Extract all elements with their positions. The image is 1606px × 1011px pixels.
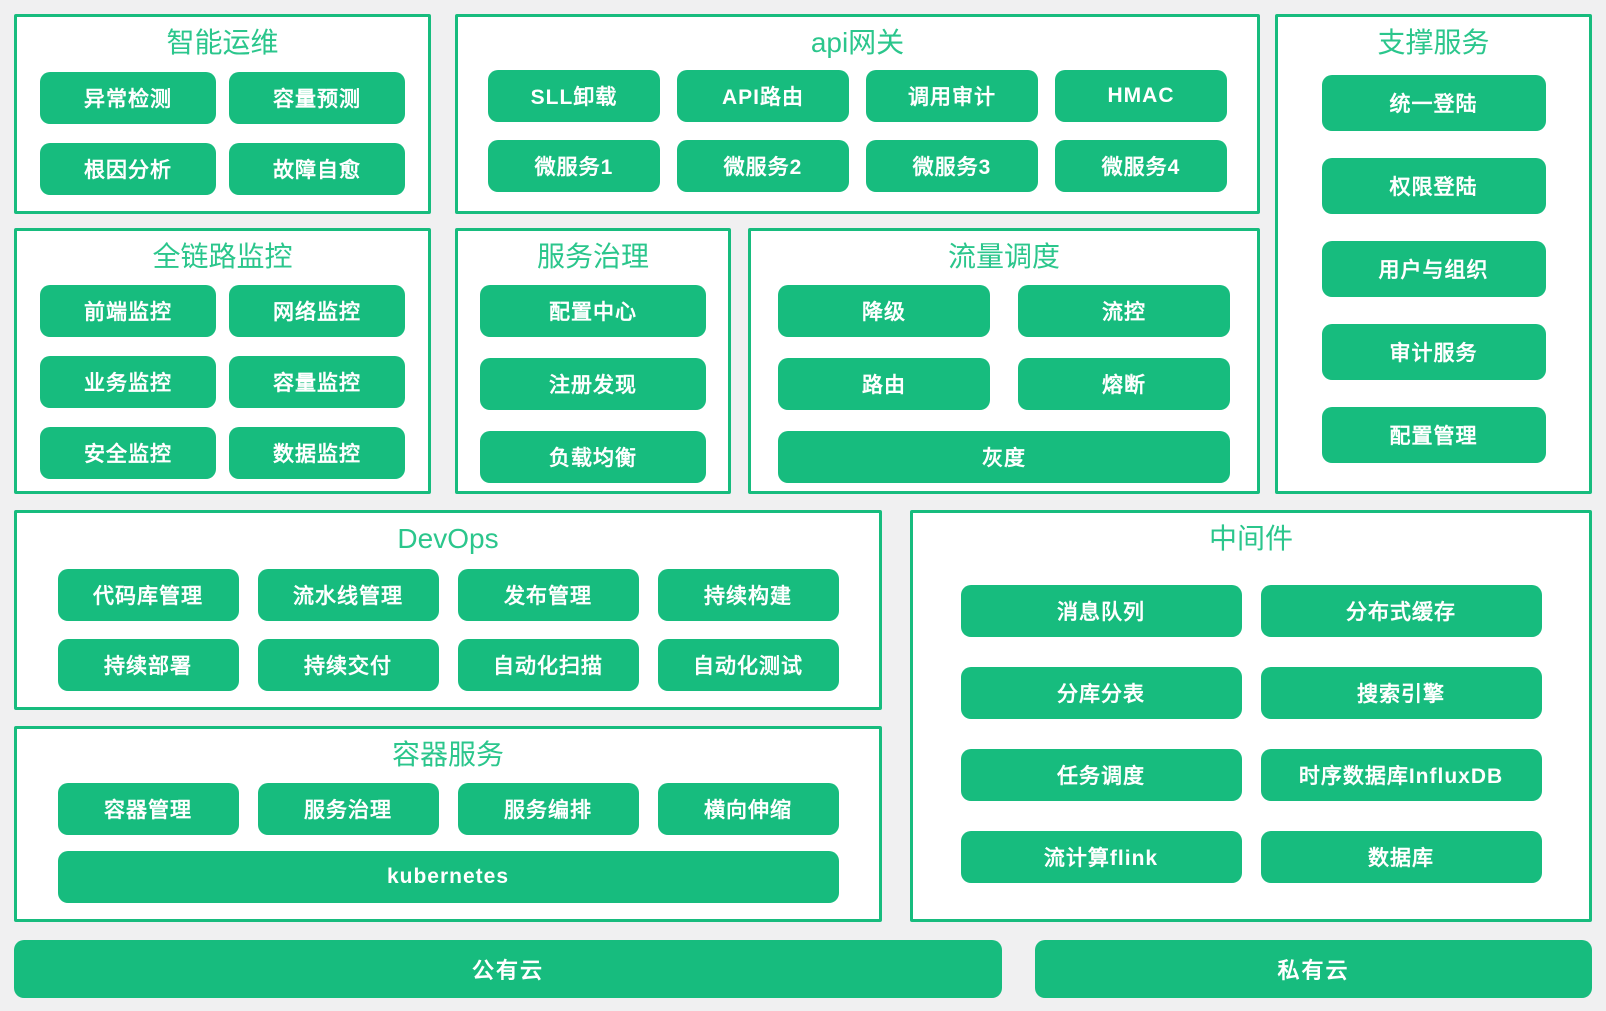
panel-title-intelligent-ops: 智能运维 <box>166 27 279 58</box>
block-db-sharding: 分库分表 <box>960 667 1242 719</box>
block-service-orchestration: 服务编排 <box>457 783 639 835</box>
block-security-monitoring: 安全监控 <box>40 427 216 479</box>
public-cloud-bar: 公有云 <box>14 940 1002 998</box>
block-container-management: 容器管理 <box>57 783 239 835</box>
block-config-management: 配置管理 <box>1321 407 1546 463</box>
block-search-engine: 搜索引擎 <box>1260 667 1542 719</box>
block-horizontal-scaling: 横向伸缩 <box>657 783 839 835</box>
panel-devops: DevOps 代码库管理 流水线管理 发布管理 持续构建 持续部署 持续交付 自… <box>14 510 882 710</box>
block-anomaly-detection: 异常检测 <box>40 72 216 124</box>
block-kubernetes: kubernetes <box>57 851 839 903</box>
block-routing: 路由 <box>778 358 990 410</box>
panel-title-traffic-scheduling: 流量调度 <box>947 241 1060 272</box>
block-microservice-1: 微服务1 <box>488 140 660 192</box>
block-api-routing: API路由 <box>677 70 849 122</box>
panel-full-link-monitoring: 全链路监控 前端监控 网络监控 业务监控 容量监控 安全监控 数据监控 <box>14 228 431 494</box>
block-unified-login: 统一登陆 <box>1321 75 1546 131</box>
block-gray-release: 灰度 <box>778 431 1230 483</box>
block-pipeline-management: 流水线管理 <box>257 569 439 621</box>
panel-container-services: 容器服务 容器管理 服务治理 服务编排 横向伸缩 kubernetes <box>14 726 882 922</box>
panel-body-service-governance: 配置中心 注册发现 负载均衡 <box>458 285 728 483</box>
panel-title-middleware: 中间件 <box>1208 523 1293 554</box>
panel-body-container-services: 容器管理 服务治理 服务编排 横向伸缩 kubernetes <box>17 783 879 903</box>
panel-title-service-governance: 服务治理 <box>536 241 649 272</box>
panel-body-intelligent-ops: 异常检测 容量预测 根因分析 故障自愈 <box>17 72 428 195</box>
panel-body-traffic-scheduling: 降级 流控 路由 熔断 灰度 <box>751 285 1257 483</box>
block-audit-service: 审计服务 <box>1321 324 1546 380</box>
panel-service-governance: 服务治理 配置中心 注册发现 负载均衡 <box>455 228 731 494</box>
block-continuous-deployment: 持续部署 <box>57 639 239 691</box>
private-cloud-bar: 私有云 <box>1035 940 1592 998</box>
block-task-scheduling: 任务调度 <box>960 749 1242 801</box>
panel-body-api-gateway: SLL卸载 API路由 调用审计 HMAC 微服务1 微服务2 微服务3 微服务… <box>458 70 1257 192</box>
block-distributed-cache: 分布式缓存 <box>1260 585 1542 637</box>
block-microservice-2: 微服务2 <box>677 140 849 192</box>
panel-body-devops: 代码库管理 流水线管理 发布管理 持续构建 持续部署 持续交付 自动化扫描 自动… <box>17 569 879 691</box>
block-automated-scanning: 自动化扫描 <box>457 639 639 691</box>
panel-title-devops: DevOps <box>397 523 499 554</box>
block-registry-discovery: 注册发现 <box>480 358 706 410</box>
panel-title-api-gateway: api网关 <box>810 27 905 58</box>
block-frontend-monitoring: 前端监控 <box>40 285 216 337</box>
block-automated-testing: 自动化测试 <box>657 639 839 691</box>
block-capacity-monitoring: 容量监控 <box>229 356 405 408</box>
panel-support-services: 支撑服务 统一登陆 权限登陆 用户与组织 审计服务 配置管理 <box>1275 14 1592 494</box>
block-hmac: HMAC <box>1055 70 1227 122</box>
block-release-management: 发布管理 <box>457 569 639 621</box>
block-call-audit: 调用审计 <box>866 70 1038 122</box>
block-microservice-3: 微服务3 <box>866 140 1038 192</box>
block-downgrade: 降级 <box>778 285 990 337</box>
panel-title-container-services: 容器服务 <box>391 739 504 770</box>
panel-body-support-services: 统一登陆 权限登陆 用户与组织 审计服务 配置管理 <box>1278 75 1589 463</box>
block-load-balancing: 负载均衡 <box>480 431 706 483</box>
block-permission-login: 权限登陆 <box>1321 158 1546 214</box>
block-code-repo-management: 代码库管理 <box>57 569 239 621</box>
block-ssl-offload: SLL卸载 <box>488 70 660 122</box>
panel-title-full-link-monitoring: 全链路监控 <box>152 241 293 272</box>
panel-api-gateway: api网关 SLL卸载 API路由 调用审计 HMAC 微服务1 微服务2 微服… <box>455 14 1260 214</box>
block-fault-self-healing: 故障自愈 <box>229 143 405 195</box>
block-network-monitoring: 网络监控 <box>229 285 405 337</box>
panel-body-full-link-monitoring: 前端监控 网络监控 业务监控 容量监控 安全监控 数据监控 <box>17 285 428 479</box>
block-timeseries-influxdb: 时序数据库InfluxDB <box>1260 749 1542 801</box>
block-users-and-orgs: 用户与组织 <box>1321 241 1546 297</box>
panel-title-support-services: 支撑服务 <box>1377 27 1490 58</box>
block-root-cause-analysis: 根因分析 <box>40 143 216 195</box>
panel-body-middleware: 消息队列 分布式缓存 分库分表 搜索引擎 任务调度 时序数据库InfluxDB … <box>913 585 1589 883</box>
block-service-governance: 服务治理 <box>257 783 439 835</box>
block-data-monitoring: 数据监控 <box>229 427 405 479</box>
panel-intelligent-ops: 智能运维 异常检测 容量预测 根因分析 故障自愈 <box>14 14 431 214</box>
panel-traffic-scheduling: 流量调度 降级 流控 路由 熔断 灰度 <box>748 228 1260 494</box>
block-circuit-breaker: 熔断 <box>1018 358 1230 410</box>
block-continuous-build: 持续构建 <box>657 569 839 621</box>
block-capacity-forecast: 容量预测 <box>229 72 405 124</box>
panel-middleware: 中间件 消息队列 分布式缓存 分库分表 搜索引擎 任务调度 时序数据库Influ… <box>910 510 1592 922</box>
block-database: 数据库 <box>1260 831 1542 883</box>
block-continuous-delivery: 持续交付 <box>257 639 439 691</box>
block-business-monitoring: 业务监控 <box>40 356 216 408</box>
block-microservice-4: 微服务4 <box>1055 140 1227 192</box>
block-config-center: 配置中心 <box>480 285 706 337</box>
block-message-queue: 消息队列 <box>960 585 1242 637</box>
block-stream-computing-flink: 流计算flink <box>960 831 1242 883</box>
block-flow-control: 流控 <box>1018 285 1230 337</box>
